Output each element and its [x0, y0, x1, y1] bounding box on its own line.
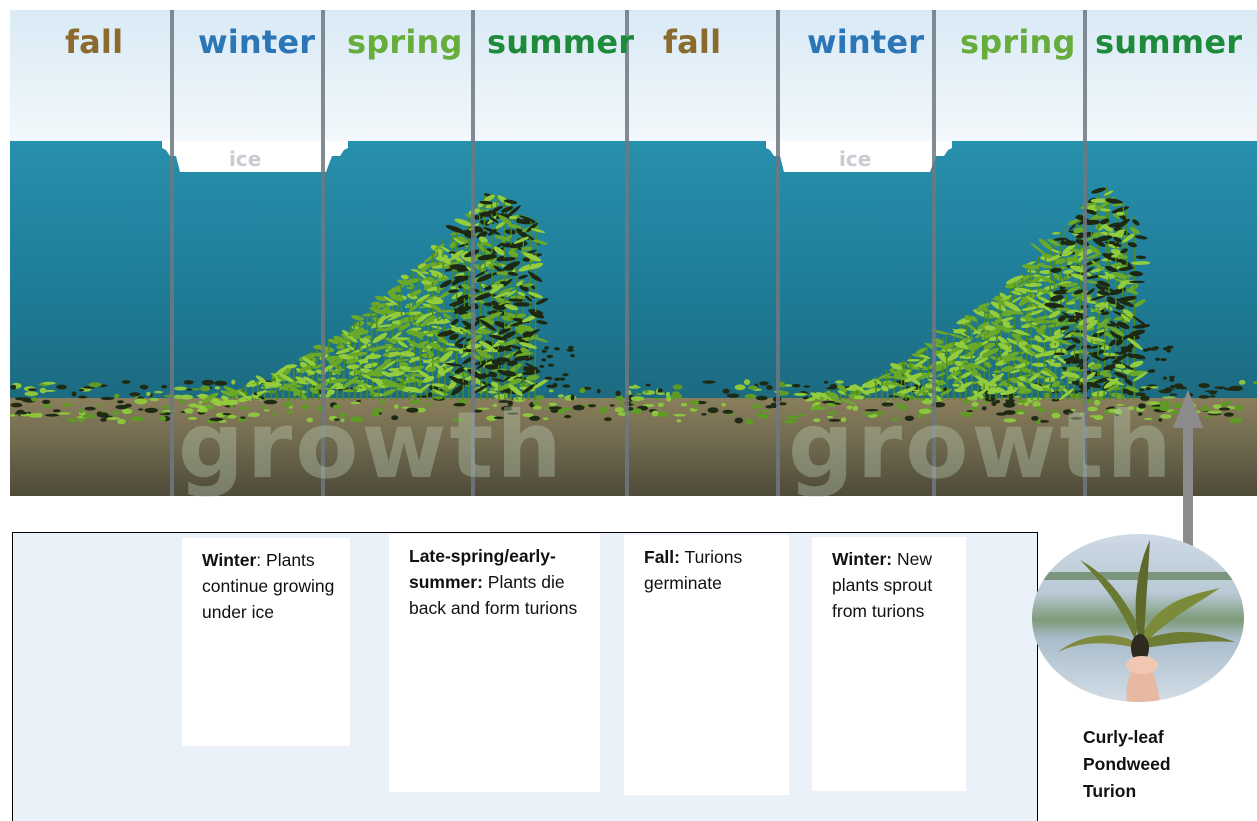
- season-divider: [471, 10, 475, 496]
- growth-watermark-2: growth: [788, 392, 1175, 499]
- turion-photo-and-arrow: [1032, 390, 1244, 702]
- turion-caption: Curly-leaf Pondweed Turion: [1083, 727, 1171, 801]
- season-divider: [321, 10, 325, 496]
- card-late-spring: Late-spring/early-summer: Plants die bac…: [389, 534, 600, 792]
- season-label-winter-2: winter: [807, 23, 925, 61]
- card-heading: Fall:: [644, 547, 680, 567]
- season-label-fall-1: fall: [65, 23, 124, 61]
- season-dividers: [170, 10, 1087, 496]
- season-label-spring-2: spring: [960, 23, 1076, 61]
- plant-mound: [804, 187, 1175, 411]
- season-divider: [1083, 10, 1087, 496]
- card-text: New plants sprout from turions: [832, 549, 933, 621]
- card-heading: Winter:: [832, 549, 893, 569]
- scene-illustration: [9, 10, 1257, 496]
- card-text: Plants die back and form turions: [409, 572, 578, 618]
- season-divider: [776, 10, 780, 496]
- ice-label-1: ice: [229, 147, 262, 171]
- season-label-summer-2: summer: [1095, 23, 1243, 61]
- season-label-spring-1: spring: [347, 23, 463, 61]
- season-label-fall-2: fall: [663, 23, 722, 61]
- card-fall-germinate: Fall: Turions germinate: [624, 535, 789, 795]
- up-arrow: [1173, 390, 1203, 559]
- bottom-vegetation: [9, 379, 1257, 425]
- season-divider: [170, 10, 174, 496]
- turion-photo: [1032, 534, 1244, 702]
- sky: [10, 10, 1257, 144]
- season-label-summer-1: summer: [487, 23, 635, 61]
- seasonal-growth-scene: fall winter spring summer fall winter sp…: [9, 10, 1257, 499]
- card-text: Turions germinate: [644, 547, 743, 593]
- season-divider: [625, 10, 629, 496]
- ice-label-2: ice: [839, 147, 872, 171]
- card-heading: Late-spring/early-summer:: [409, 546, 556, 592]
- ice-sheet-2: [762, 141, 952, 172]
- card-text: : Plants continue growing under ice: [202, 550, 335, 622]
- season-divider: [932, 10, 936, 496]
- growth-watermark-1: growth: [178, 392, 565, 499]
- card-heading: Winter: [202, 550, 257, 570]
- card-winter-under-ice: Winter: Plants continue growing under ic…: [182, 538, 350, 746]
- ice-sheet-1: [158, 141, 348, 172]
- season-label-winter-1: winter: [198, 23, 316, 61]
- card-winter-sprout: Winter: New plants sprout from turions: [812, 537, 966, 791]
